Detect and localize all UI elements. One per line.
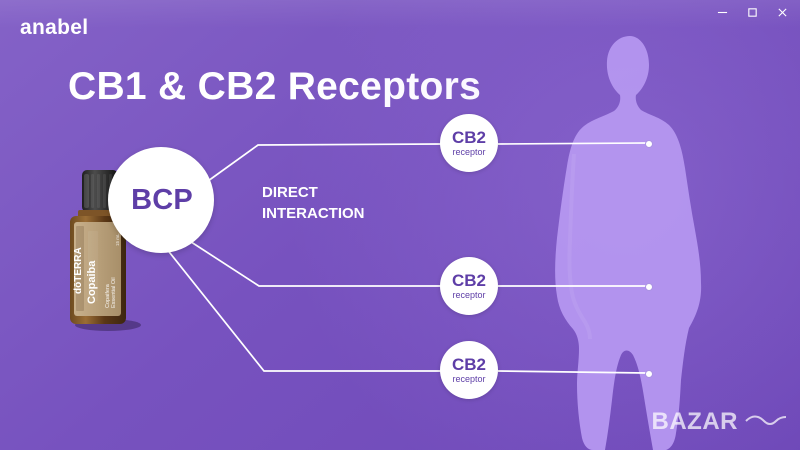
- svg-text:Copaiba: Copaiba: [86, 260, 98, 304]
- receptor-main-label: CB2: [451, 128, 486, 147]
- receptor-sub-label: receptor: [452, 374, 486, 384]
- svg-text:dōTERRA: dōTERRA: [73, 247, 84, 294]
- svg-text:Copaifera: Copaifera: [105, 283, 111, 308]
- body-target-dot: [645, 370, 653, 378]
- bcp-circle: BCP: [108, 147, 214, 253]
- receptor-main-label: CB2: [451, 271, 486, 290]
- woman-silhouette: [555, 36, 702, 450]
- cb2-receptor-1: CB2 receptor: [440, 114, 498, 172]
- svg-text:Essential Oil: Essential Oil: [111, 277, 117, 308]
- close-icon[interactable]: [772, 4, 792, 20]
- body-target-dot: [645, 283, 653, 291]
- window-top-strip: [0, 0, 800, 28]
- copaiba-bottle: dōTERRA Copaiba Copaifera Essential Oil …: [70, 170, 141, 331]
- minimize-icon[interactable]: [712, 4, 732, 20]
- body-target-dot: [645, 140, 653, 148]
- receptor-sub-label: receptor: [452, 147, 486, 157]
- cb2-receptor-2: CB2 receptor: [440, 257, 498, 315]
- receptor-main-label: CB2: [451, 355, 486, 374]
- direct-interaction-text: DIRECT INTERACTION: [262, 184, 365, 222]
- connector-line-1: [207, 143, 443, 182]
- receptor-line-1: [497, 142, 648, 145]
- connector-line-3: [165, 247, 442, 372]
- cb2-receptor-3: CB2 receptor: [440, 341, 498, 399]
- connector-line-2: [184, 237, 442, 287]
- bcp-label: BCP: [131, 183, 193, 216]
- watermark-text: BAZAR: [651, 408, 738, 435]
- bazar-watermark: BAZAR: [652, 408, 789, 436]
- svg-text:15 mL: 15 mL: [115, 233, 120, 246]
- receptor-line-3: [497, 370, 648, 374]
- slide-title: CB1 & CB2 Receptors: [68, 65, 482, 108]
- window-controls: [712, 4, 792, 20]
- maximize-icon[interactable]: [742, 4, 762, 20]
- receptor-sub-label: receptor: [452, 290, 486, 300]
- brand-name: anabel: [20, 16, 89, 39]
- watermark-mark-icon: [745, 415, 787, 425]
